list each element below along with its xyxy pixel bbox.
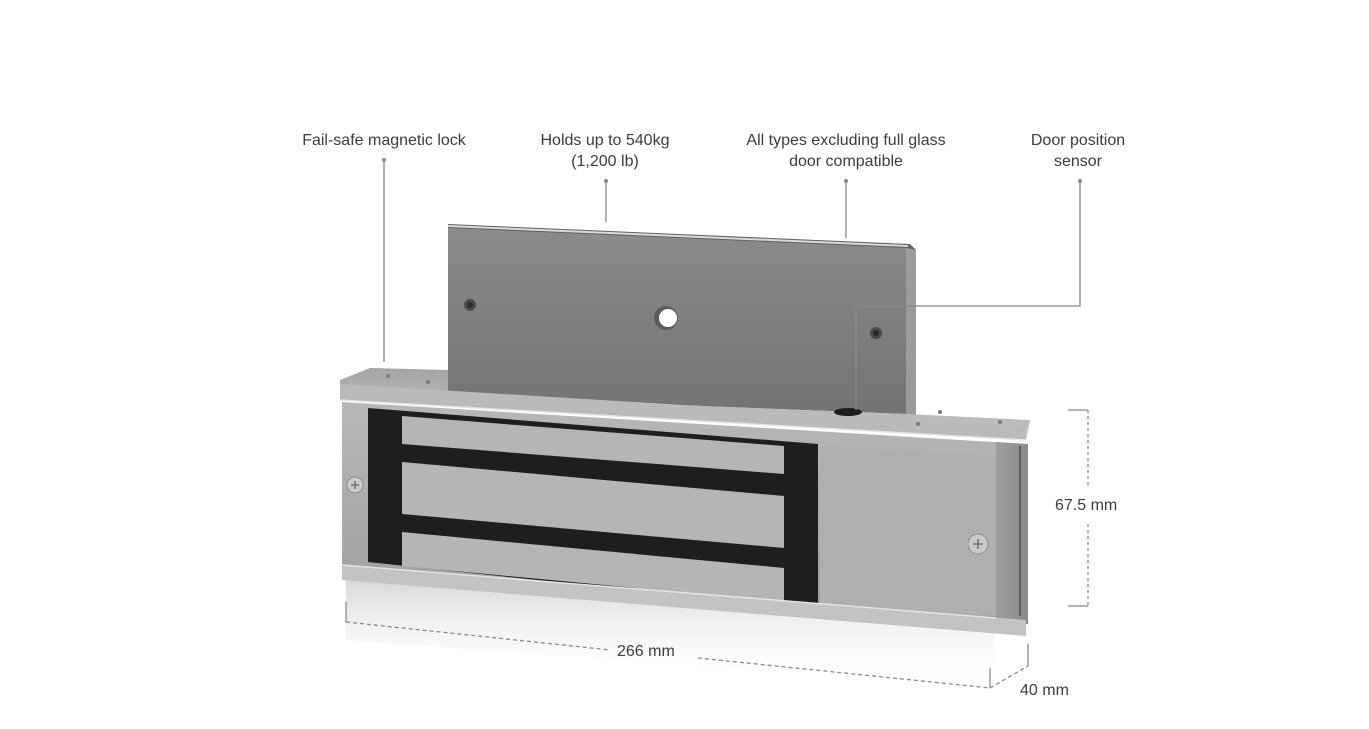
floor-reflection [346,575,995,690]
housing-front [341,402,1028,636]
dimension-depth-label: 40 mm [1020,682,1069,699]
housing-top [339,368,1030,441]
callout-holding-force-line-2: (1,200 lb) [571,153,639,170]
callout-leaders [382,158,1082,410]
magnet-face-top [402,416,784,474]
magnet-face-bottom [402,532,784,602]
callout-door-sensor-label: Door position sensor [1008,130,1148,172]
callout-holding-force-line-1: Holds up to 540kg [540,132,670,149]
callout-holding-force-label: Holds up to 540kg (1,200 lb) [505,130,705,172]
callout-door-sensor-line-1: Door position [1030,132,1126,149]
callout-door-sensor-line-2: sensor [1053,153,1103,170]
magnet-face-middle [402,462,784,548]
screw-right-icon [967,533,989,555]
callout-fail-safe-line-1: Fail-safe magnetic lock [302,132,466,149]
callout-door-compat-line-2: door compatible [789,153,903,170]
dimension-width-label: 266 mm [617,643,675,660]
screw-left-icon [346,476,364,494]
callout-door-compat-label: All types excluding full glass door comp… [716,130,976,172]
end-cap-panel [820,446,996,616]
dimension-height-label: 67.5 mm [1055,497,1118,514]
dimension-lines [345,409,1089,689]
door-position-sensor [834,408,862,416]
armature-plate [447,224,916,416]
callout-fail-safe-label: Fail-safe magnetic lock [284,130,484,151]
leader-door-sensor [855,181,1081,410]
callout-door-compat-line-1: All types excluding full glass [746,132,946,149]
